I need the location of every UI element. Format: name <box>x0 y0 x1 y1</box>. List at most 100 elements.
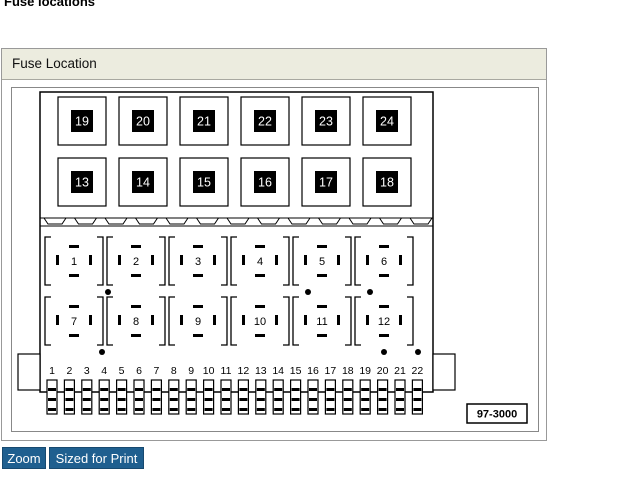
relay-bottom-terminal <box>317 334 327 337</box>
blade-fuse-band <box>343 388 352 391</box>
relay-bottom-terminal <box>317 305 327 308</box>
relay-top-bracket-left <box>106 236 113 286</box>
large-fuse-body <box>315 171 337 193</box>
relay-top-label: 4 <box>257 256 263 268</box>
relay-bottom-bracket-left <box>292 296 299 346</box>
fuse-number-label: 18 <box>342 365 354 377</box>
fuse-number-label: 20 <box>377 365 389 377</box>
relay-top-terminal <box>242 255 245 265</box>
blade-fuse-band <box>169 398 178 401</box>
relay-bottom-terminal <box>151 315 154 325</box>
clip-tab <box>43 217 67 225</box>
blade-fuse-band <box>413 388 422 391</box>
relay-top-terminal <box>193 245 203 248</box>
blade-fuse-band <box>396 398 404 401</box>
blade-fuse-band <box>361 408 370 411</box>
relay-top-terminal <box>213 255 216 265</box>
relay-top-label: 6 <box>381 256 387 268</box>
clip-tab <box>257 217 280 225</box>
blade-fuse <box>272 379 284 415</box>
blade-fuse <box>150 379 162 415</box>
relay-bottom-terminal <box>242 315 245 325</box>
large-fuse-body <box>193 110 215 132</box>
clip-tab <box>196 217 219 225</box>
blade-fuse-band <box>187 408 196 411</box>
clip-tab <box>135 217 158 225</box>
blade-fuse-band <box>187 398 196 401</box>
clip-tab <box>226 217 250 225</box>
large-fuse-socket <box>57 96 107 146</box>
clip-tab <box>74 217 97 225</box>
relay-top-bracket-left <box>354 236 361 286</box>
relay-top-terminal <box>304 255 307 265</box>
relay-top-terminal <box>399 255 402 265</box>
reference-dot <box>105 289 111 295</box>
blade-fuse-band <box>117 398 126 401</box>
blade-fuse-band <box>361 388 370 391</box>
blade-fuse-band <box>239 398 248 401</box>
blade-fuse-band <box>100 408 109 411</box>
fuse-number-label: 8 <box>171 365 177 377</box>
page-title: Fuse locations <box>4 0 96 9</box>
relay-bottom-terminal <box>337 315 340 325</box>
relay-top-label: 2 <box>133 256 139 268</box>
relay-top-terminal <box>366 255 369 265</box>
relay-bottom-terminal <box>379 334 389 337</box>
relay-bottom-label: 8 <box>133 316 139 328</box>
fuse-number-label: 13 <box>255 365 267 377</box>
relay-top-terminal <box>69 245 79 248</box>
relay-top-bracket-right <box>221 236 228 286</box>
blade-fuse-band <box>413 408 422 411</box>
blade-fuse-band <box>256 388 265 391</box>
blade-fuse <box>115 379 128 415</box>
blade-fuse-band <box>326 398 335 401</box>
blade-fuse-band <box>222 388 230 391</box>
blade-fuse <box>290 379 302 415</box>
zoom-button[interactable]: Zoom <box>2 447 46 469</box>
large-fuse-bottom-label: 15 <box>197 176 211 190</box>
large-fuse-body <box>193 171 215 193</box>
blade-fuse-band <box>291 388 300 391</box>
relay-top-bracket-right <box>97 236 104 286</box>
relay-bottom-bracket-left <box>354 296 361 346</box>
relay-top-bracket-right <box>407 236 414 286</box>
blade-fuse-band <box>152 398 161 401</box>
blade-fuse-band <box>204 408 213 411</box>
large-fuse-top-label: 21 <box>197 115 211 129</box>
fuse-number-label: 4 <box>101 365 107 377</box>
blade-fuse-band <box>117 408 126 411</box>
large-fuse-bottom-label: 14 <box>136 176 150 190</box>
sized-for-print-button[interactable]: Sized for Print <box>49 447 144 469</box>
relay-top-terminal <box>337 255 340 265</box>
relay-bottom-label: 11 <box>316 316 327 328</box>
blade-fuse-band <box>343 398 352 401</box>
blade-fuse-band <box>65 408 74 411</box>
blade-fuse-band <box>326 388 335 391</box>
blade-fuse-band <box>187 388 196 391</box>
blade-fuse-band <box>82 398 91 401</box>
relay-bottom-label: 7 <box>71 316 77 328</box>
relay-top-terminal <box>56 255 59 265</box>
fuse-number-label: 2 <box>66 365 72 377</box>
blade-fuse-band <box>343 408 352 411</box>
relay-top-terminal <box>255 245 265 248</box>
large-fuse-top-label: 22 <box>258 115 272 129</box>
blade-fuse-band <box>309 408 317 411</box>
blade-fuse-band <box>291 408 300 411</box>
blade-fuse-band <box>204 388 213 391</box>
relay-bottom-terminal <box>56 315 59 325</box>
relay-bottom-bracket-right <box>407 296 414 346</box>
blade-fuse-band <box>135 398 143 401</box>
blade-fuse-band <box>274 408 283 411</box>
relay-bottom-terminal <box>131 334 141 337</box>
relay-bottom-label: 9 <box>195 316 201 328</box>
blade-fuse-band <box>396 388 404 391</box>
fuse-number-label: 1 <box>49 365 55 377</box>
blade-fuse-band <box>239 408 248 411</box>
fuse-number-label: 15 <box>290 365 302 377</box>
blade-fuse <box>324 379 336 415</box>
reference-dot <box>381 349 387 355</box>
large-fuse-body <box>254 110 276 132</box>
